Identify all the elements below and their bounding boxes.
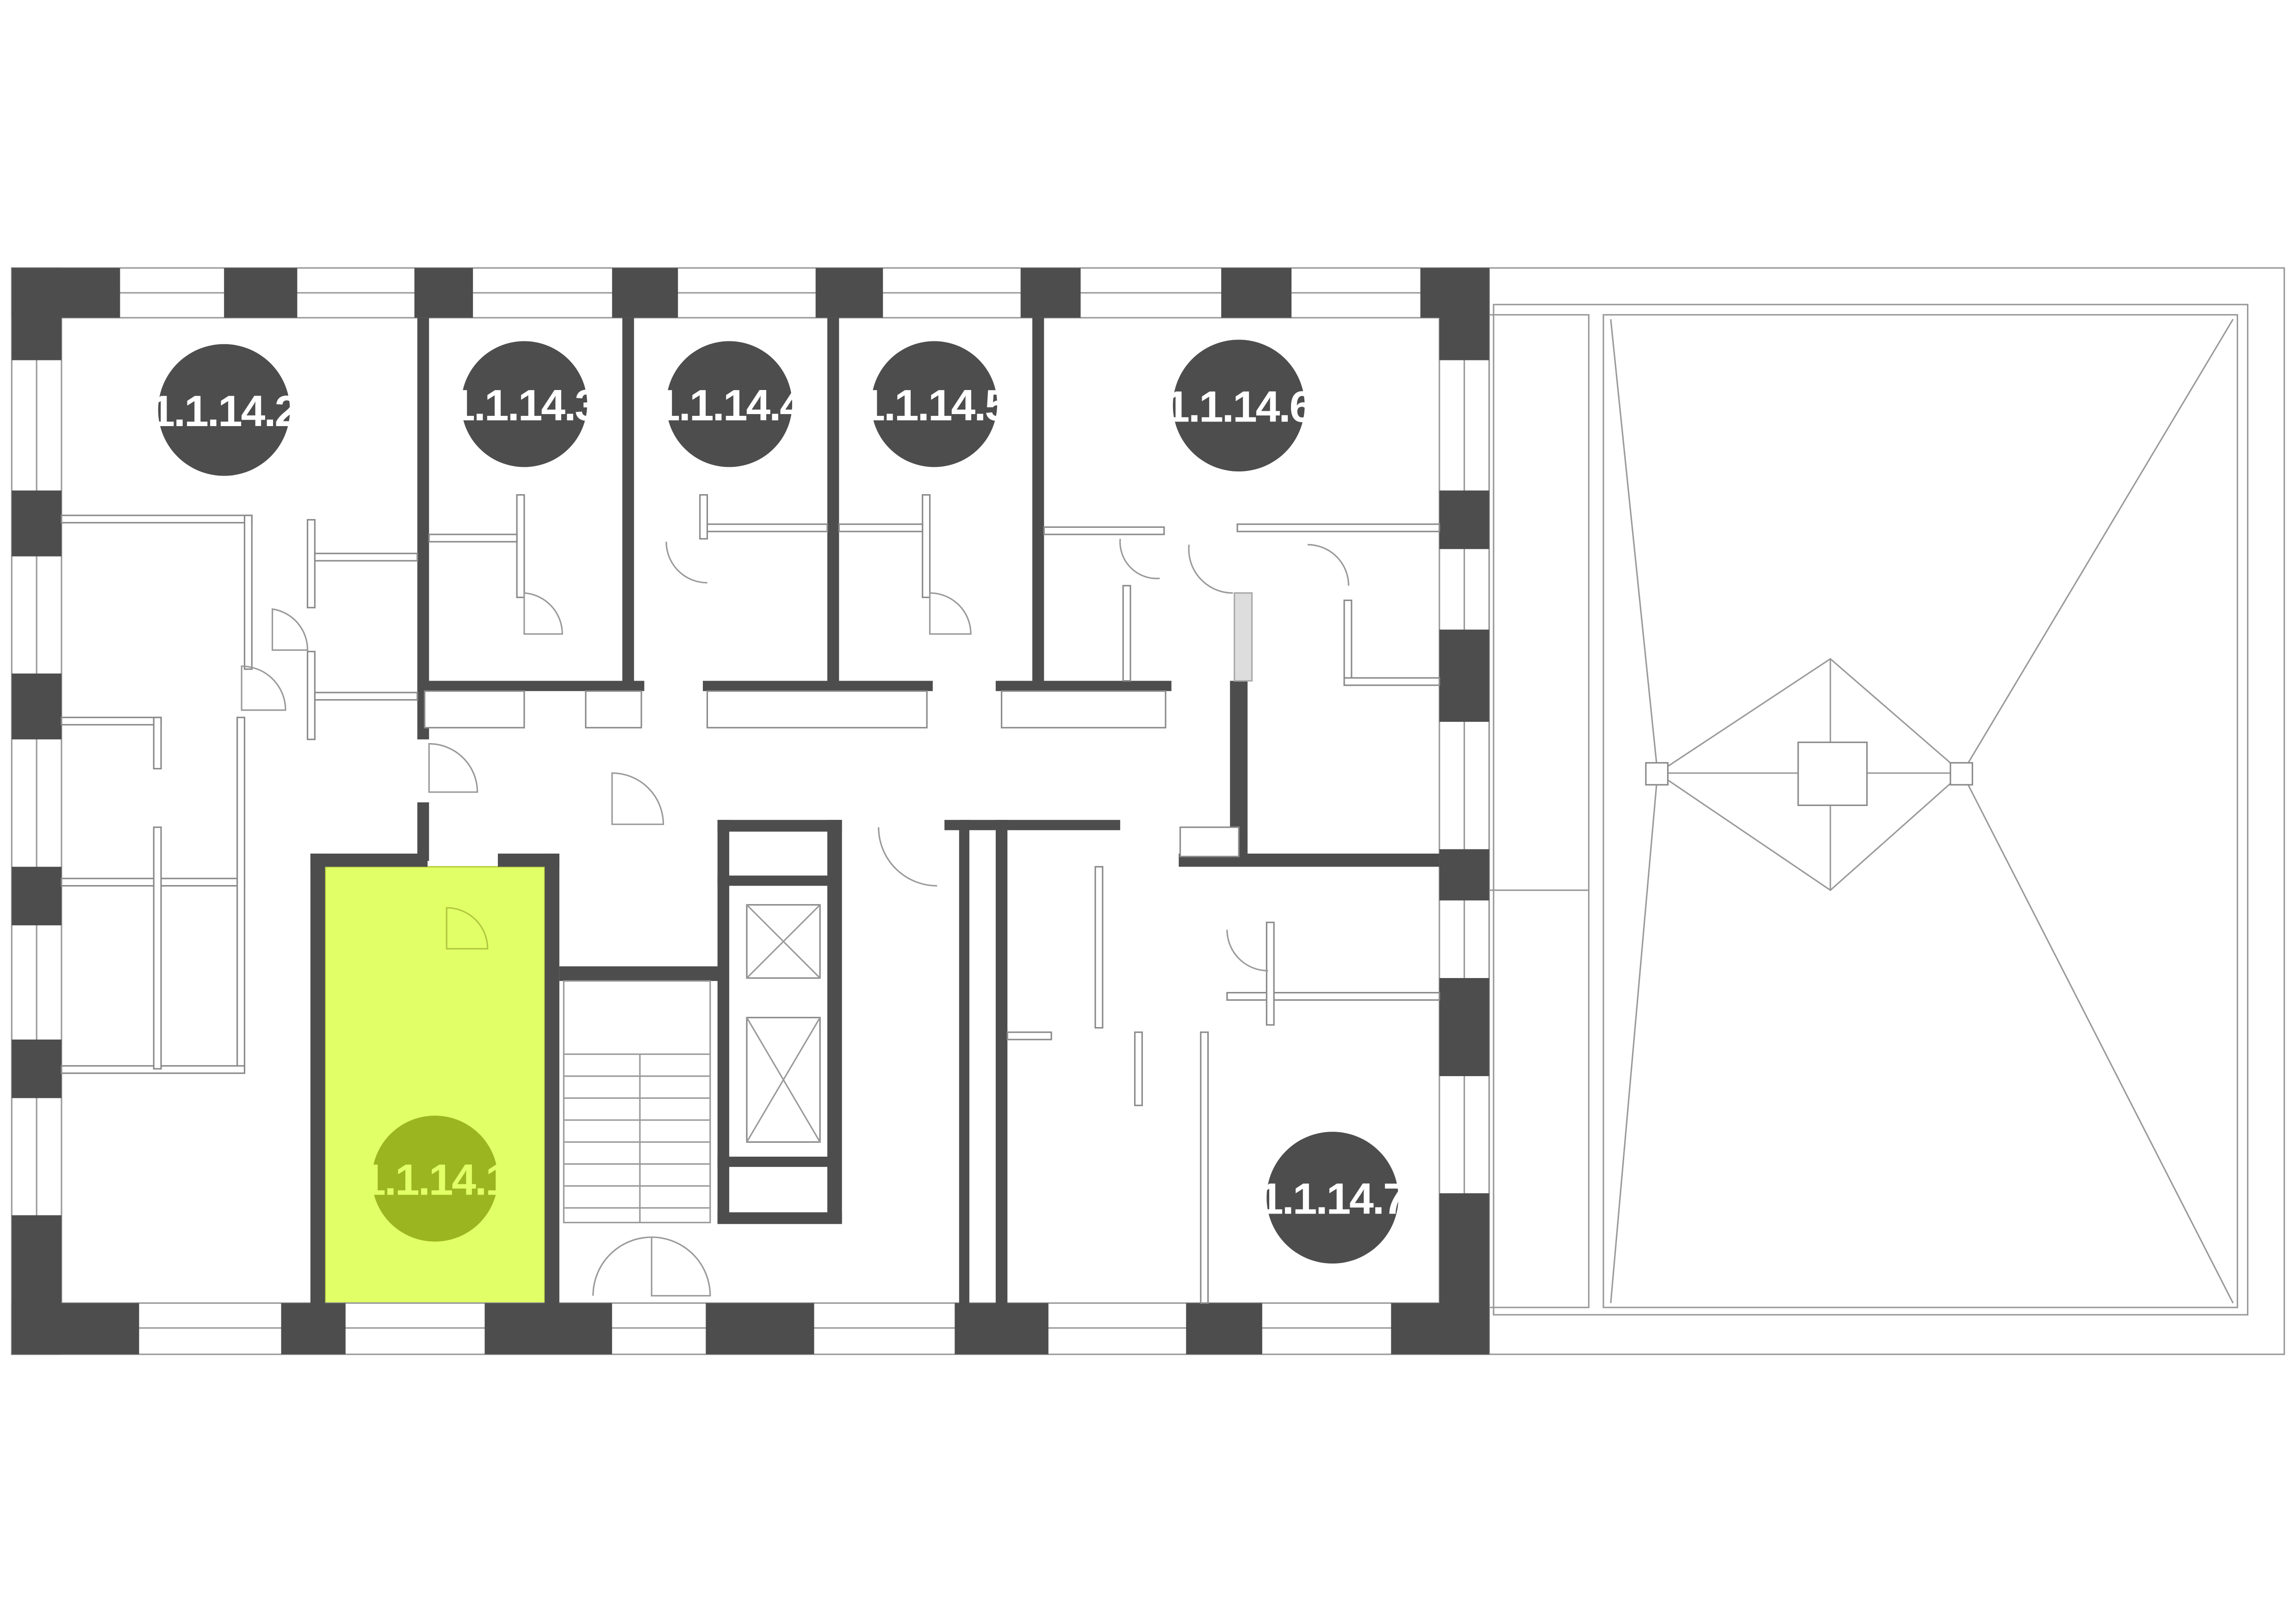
unit-label: 1.1.14.3 [451,381,598,430]
skylight [1797,741,1868,806]
unit-badge-1.1.14.2[interactable]: 1.1.14.2 [150,344,299,476]
unit-badge-1.1.14.1[interactable]: 1.1.14.1 [361,1115,510,1242]
unit-badge-1.1.14.5[interactable]: 1.1.14.5 [861,341,1010,467]
unit-label: 1.1.14.2 [150,387,298,436]
unit-label: 1.1.14.6 [1165,382,1312,431]
unit-badge-1.1.14.6[interactable]: 1.1.14.6 [1165,340,1314,472]
unit-badge-1.1.14.7[interactable]: 1.1.14.7 [1259,1132,1408,1264]
inner-boxes [424,690,1240,1224]
unit-label: 1.1.14.1 [361,1155,509,1204]
unit-label: 1.1.14.7 [1259,1174,1406,1223]
unit-badge-1.1.14.4[interactable]: 1.1.14.4 [656,341,806,467]
stairs [564,1053,710,1223]
unit-label: 1.1.14.5 [861,381,1008,430]
unit-badge-1.1.14.3[interactable]: 1.1.14.3 [451,341,599,467]
terrace [1488,267,2285,1355]
unit-label: 1.1.14.4 [656,381,804,430]
partitions [61,494,1440,1304]
walls [12,268,1489,1355]
